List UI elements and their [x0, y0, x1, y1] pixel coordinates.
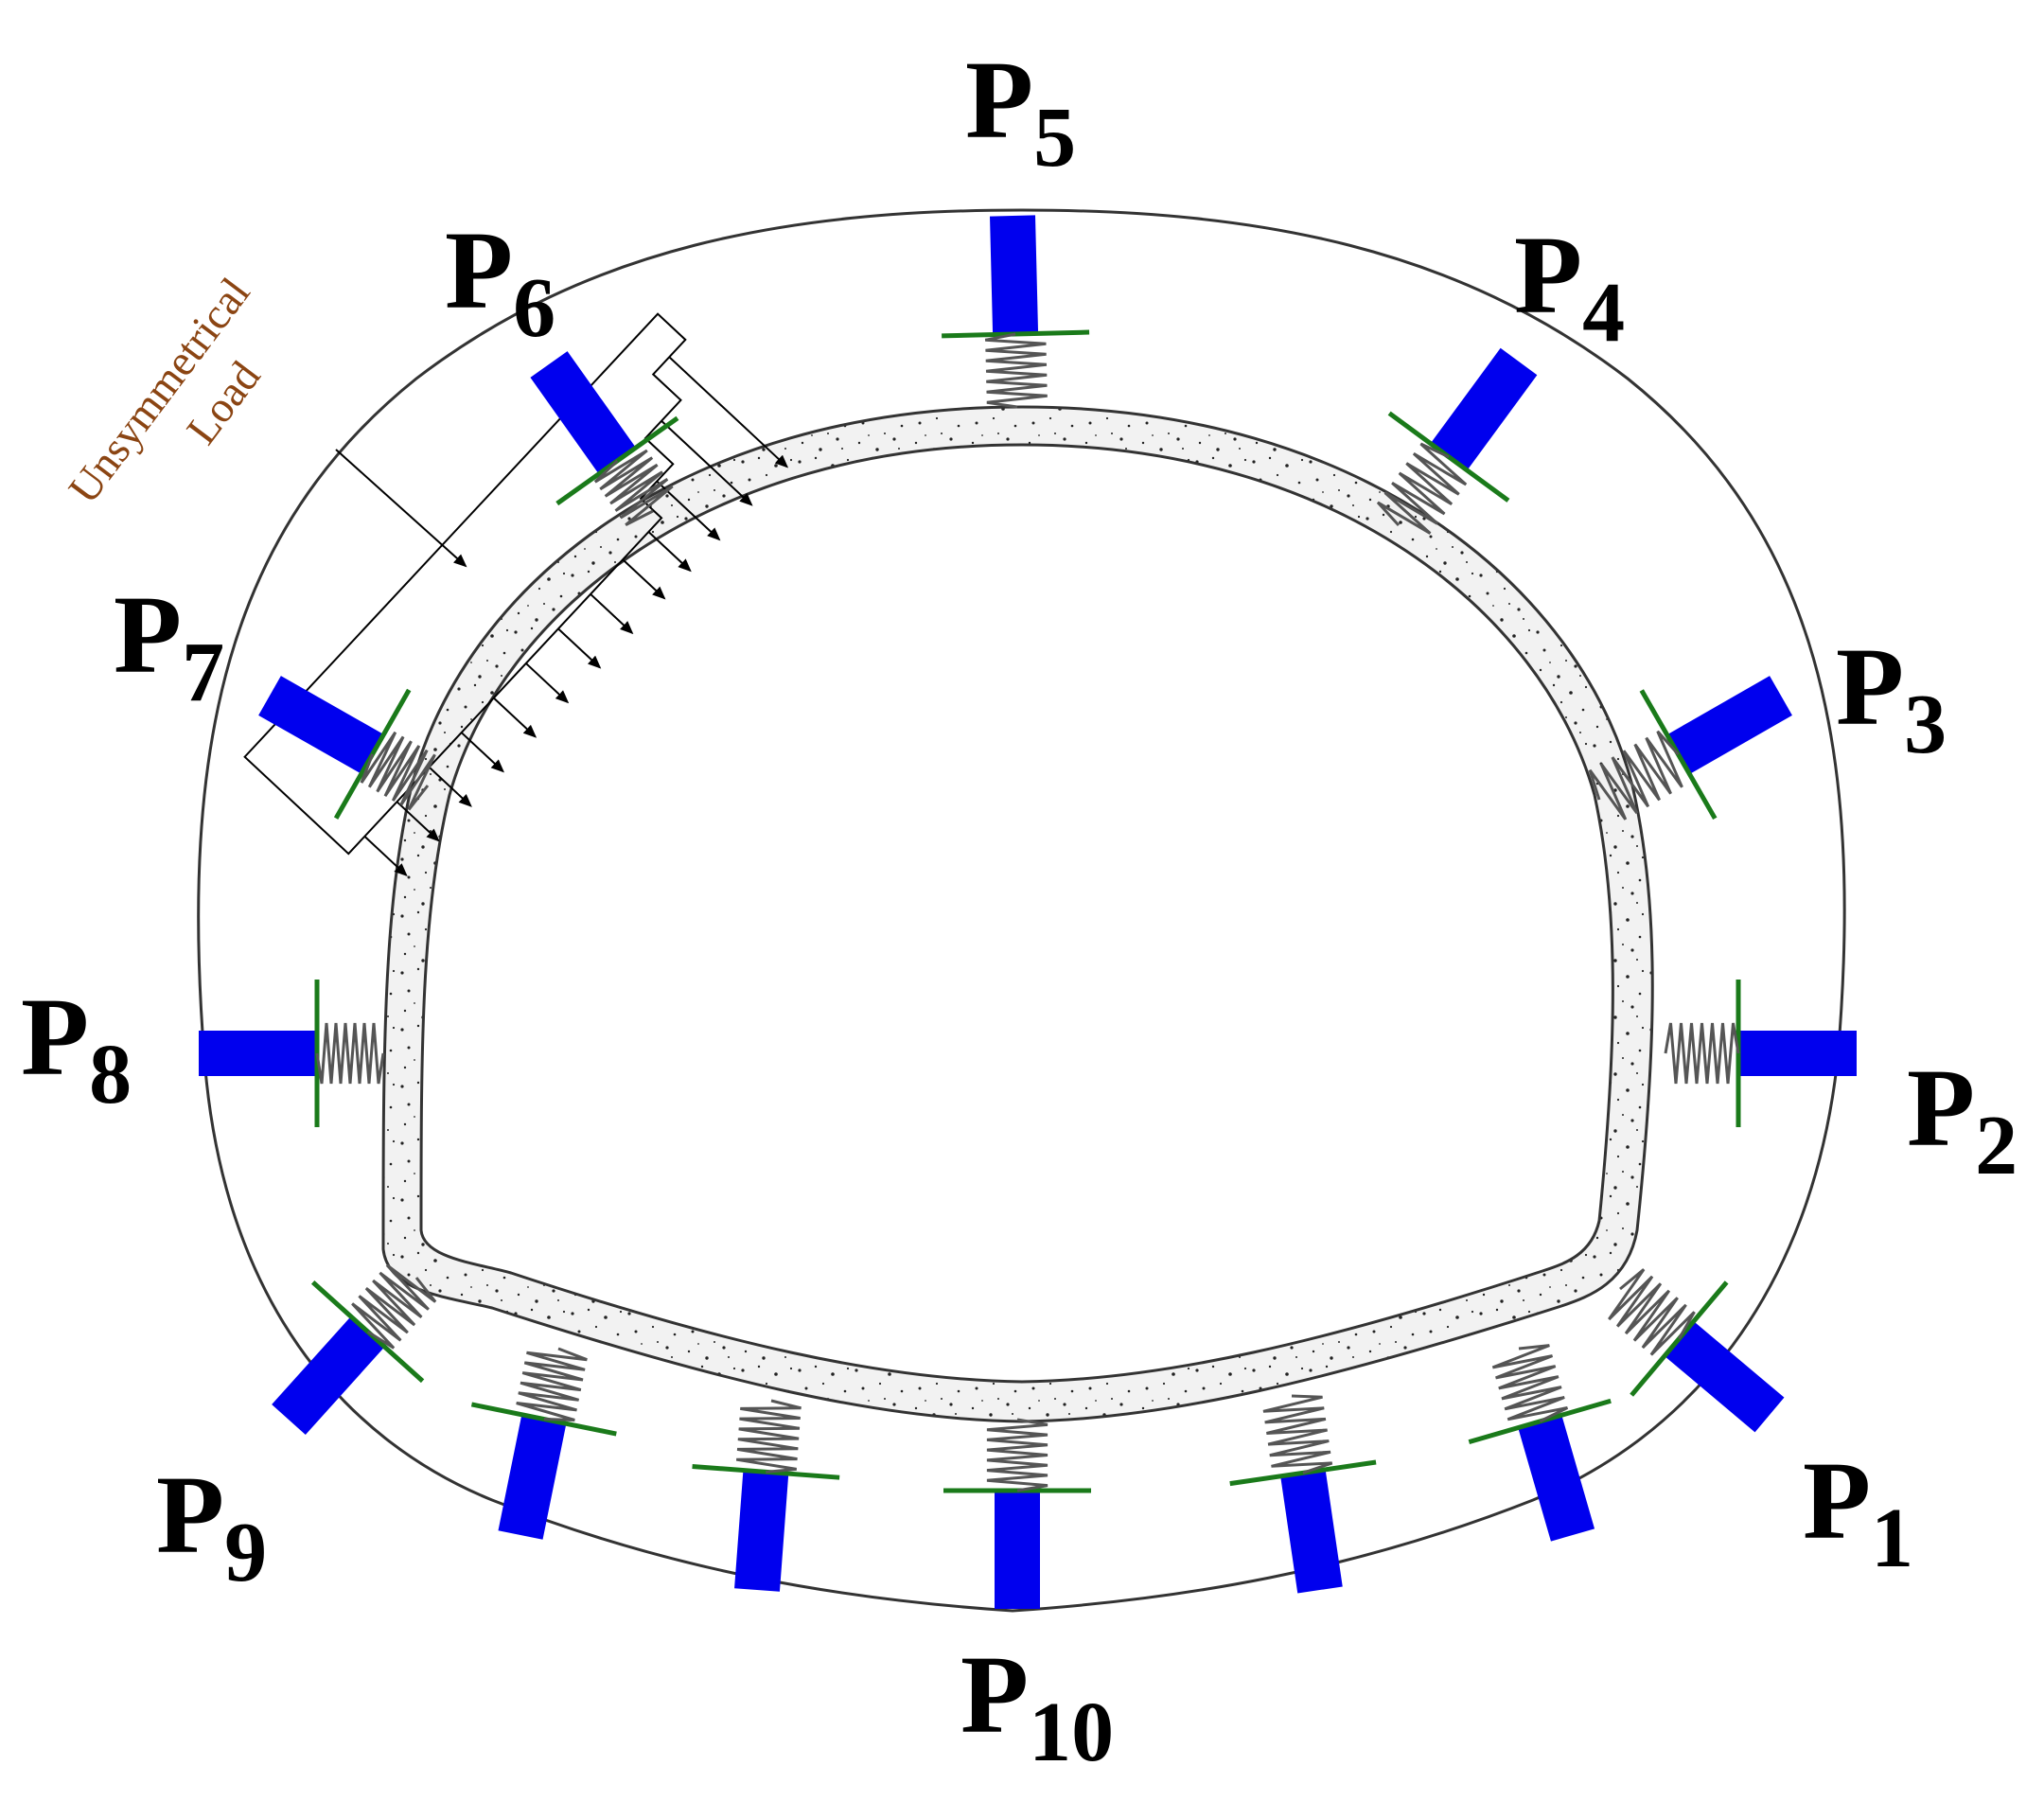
- bearing-plate: [1468, 1398, 1612, 1445]
- pressure-cell-icon: [990, 215, 1039, 335]
- label-p1: P1: [1803, 1439, 1913, 1585]
- bearing-plate: [1630, 1280, 1729, 1397]
- outer-boundary: [197, 208, 1846, 1613]
- spring-icon: [1664, 1022, 1740, 1085]
- concrete-lining: [381, 405, 1654, 1423]
- load-arrow-icon: [668, 356, 789, 468]
- sensor-assembly-2: [1376, 347, 1538, 535]
- pressure-cell-icon: [734, 1470, 789, 1592]
- sensor-assembly-1: [942, 215, 1090, 409]
- spring-icon: [1491, 1344, 1569, 1423]
- bearing-plate: [1229, 1459, 1377, 1487]
- sensor-assemblies: [199, 215, 1857, 1609]
- pressure-cell-icon: [272, 1316, 385, 1436]
- spring-icon: [735, 1399, 802, 1474]
- spring-icon: [360, 731, 436, 811]
- label-p2: P2: [1907, 1046, 2018, 1192]
- label-p6: P6: [445, 208, 555, 355]
- pressure-cell-icon: [258, 676, 384, 774]
- spring-icon: [1588, 730, 1683, 821]
- pressure-cell-icon: [1280, 1469, 1343, 1594]
- bearing-plate: [555, 415, 679, 506]
- spring-icon: [351, 1263, 437, 1350]
- pressure-cell-icon: [530, 351, 636, 474]
- pressure-cell-icon: [1518, 1415, 1595, 1542]
- sensor-assembly-3: [1588, 676, 1792, 821]
- load-arrow-icon: [493, 697, 537, 738]
- load-arrow-icon: [590, 593, 634, 635]
- bearing-plate: [1387, 411, 1510, 503]
- sensor-assembly-6: [1468, 1344, 1612, 1542]
- load-block: [243, 312, 687, 856]
- sensor-assembly-7: [1229, 1394, 1377, 1594]
- spring-icon: [1376, 442, 1468, 535]
- bearing-plate: [942, 329, 1090, 339]
- spring-icon: [986, 1418, 1048, 1492]
- spring-icon: [516, 1347, 588, 1421]
- label-p3: P3: [1836, 625, 1947, 771]
- bearing-plate: [1639, 689, 1718, 821]
- pressure-cell-icon: [1666, 676, 1792, 774]
- sensor-assembly-12: [199, 980, 385, 1127]
- load-arrow-icon: [396, 801, 440, 842]
- sensor-assembly-8: [943, 1418, 1091, 1609]
- spring-icon: [593, 449, 674, 527]
- unsymmetrical-load-arrows: [243, 312, 789, 877]
- load-arrow-icon: [363, 836, 408, 877]
- label-p8: P8: [21, 975, 132, 1121]
- load-arrow-icon: [428, 766, 472, 807]
- load-arrow-icon: [525, 662, 570, 704]
- label-p10: P10: [960, 1633, 1114, 1779]
- label-p5: P5: [965, 38, 1076, 185]
- label-p9: P9: [156, 1453, 267, 1599]
- spring-icon: [1608, 1268, 1696, 1356]
- sensor-assembly-4: [1664, 980, 1857, 1127]
- label-p4: P4: [1514, 213, 1625, 360]
- spring-icon: [1262, 1394, 1333, 1474]
- sensor-assembly-5: [1608, 1268, 1785, 1433]
- spring-icon: [315, 1022, 385, 1085]
- load-arrow-icon: [647, 531, 692, 573]
- pressure-cell-icon: [1664, 1321, 1785, 1433]
- sensor-assembly-11: [272, 1263, 437, 1436]
- sensor-assembly-10: [470, 1347, 617, 1540]
- label-p7: P7: [114, 573, 224, 719]
- pressure-cell-icon: [498, 1414, 567, 1540]
- annotation-leader: [335, 449, 467, 568]
- pressure-cell-icon: [1430, 347, 1538, 470]
- bearing-plate: [470, 1402, 617, 1437]
- sensor-assembly-9: [692, 1399, 840, 1592]
- sensor-assembly-13: [258, 676, 436, 820]
- spring-icon: [984, 332, 1048, 409]
- load-arrow-icon: [460, 732, 504, 773]
- load-arrow-icon: [557, 627, 602, 669]
- unsymmetrical-load-annotation: Unsymmetrical Load: [59, 269, 269, 512]
- load-arrow-icon: [622, 558, 666, 600]
- load-arrow-icon: [661, 420, 753, 506]
- sensor-assembly-14: [530, 351, 679, 527]
